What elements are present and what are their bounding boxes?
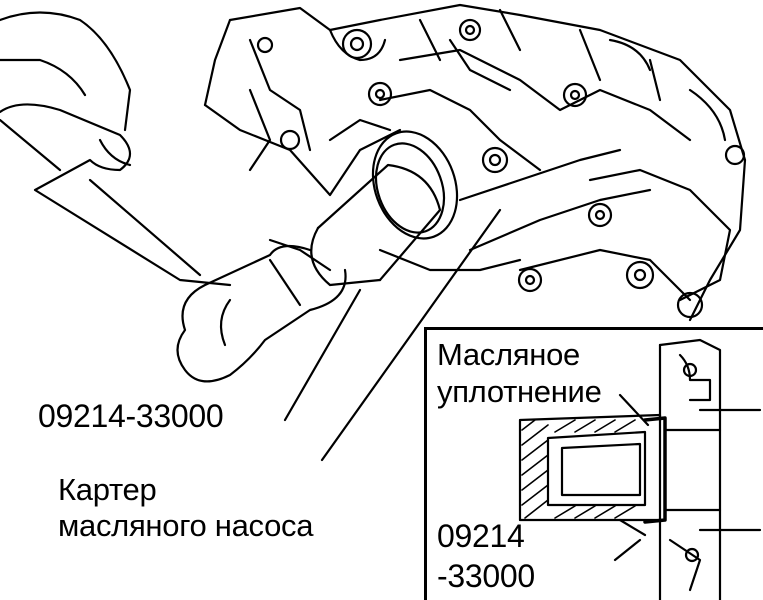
housing-label-line2: масляного насоса	[58, 508, 314, 543]
housing-label-line1: Картер	[58, 472, 157, 507]
seal-label-line1: Масляное	[437, 337, 580, 372]
transmission-housing	[203, 3, 747, 322]
seal-label-line2: уплотнение	[437, 374, 602, 409]
inset-detail	[518, 338, 762, 600]
tool-part-number-label: 09214-33000	[38, 398, 224, 434]
inset-tool-number-line1: 09214	[437, 518, 525, 554]
inset-frame	[424, 327, 763, 600]
seal-installer-tool	[176, 163, 442, 383]
pump-bore	[371, 130, 459, 240]
leader-lines	[283, 208, 502, 462]
bolt-heads	[256, 18, 746, 319]
inset-hatching	[521, 419, 636, 519]
hand	[0, 11, 232, 287]
inset-tool-number-line2: -33000	[437, 558, 535, 594]
